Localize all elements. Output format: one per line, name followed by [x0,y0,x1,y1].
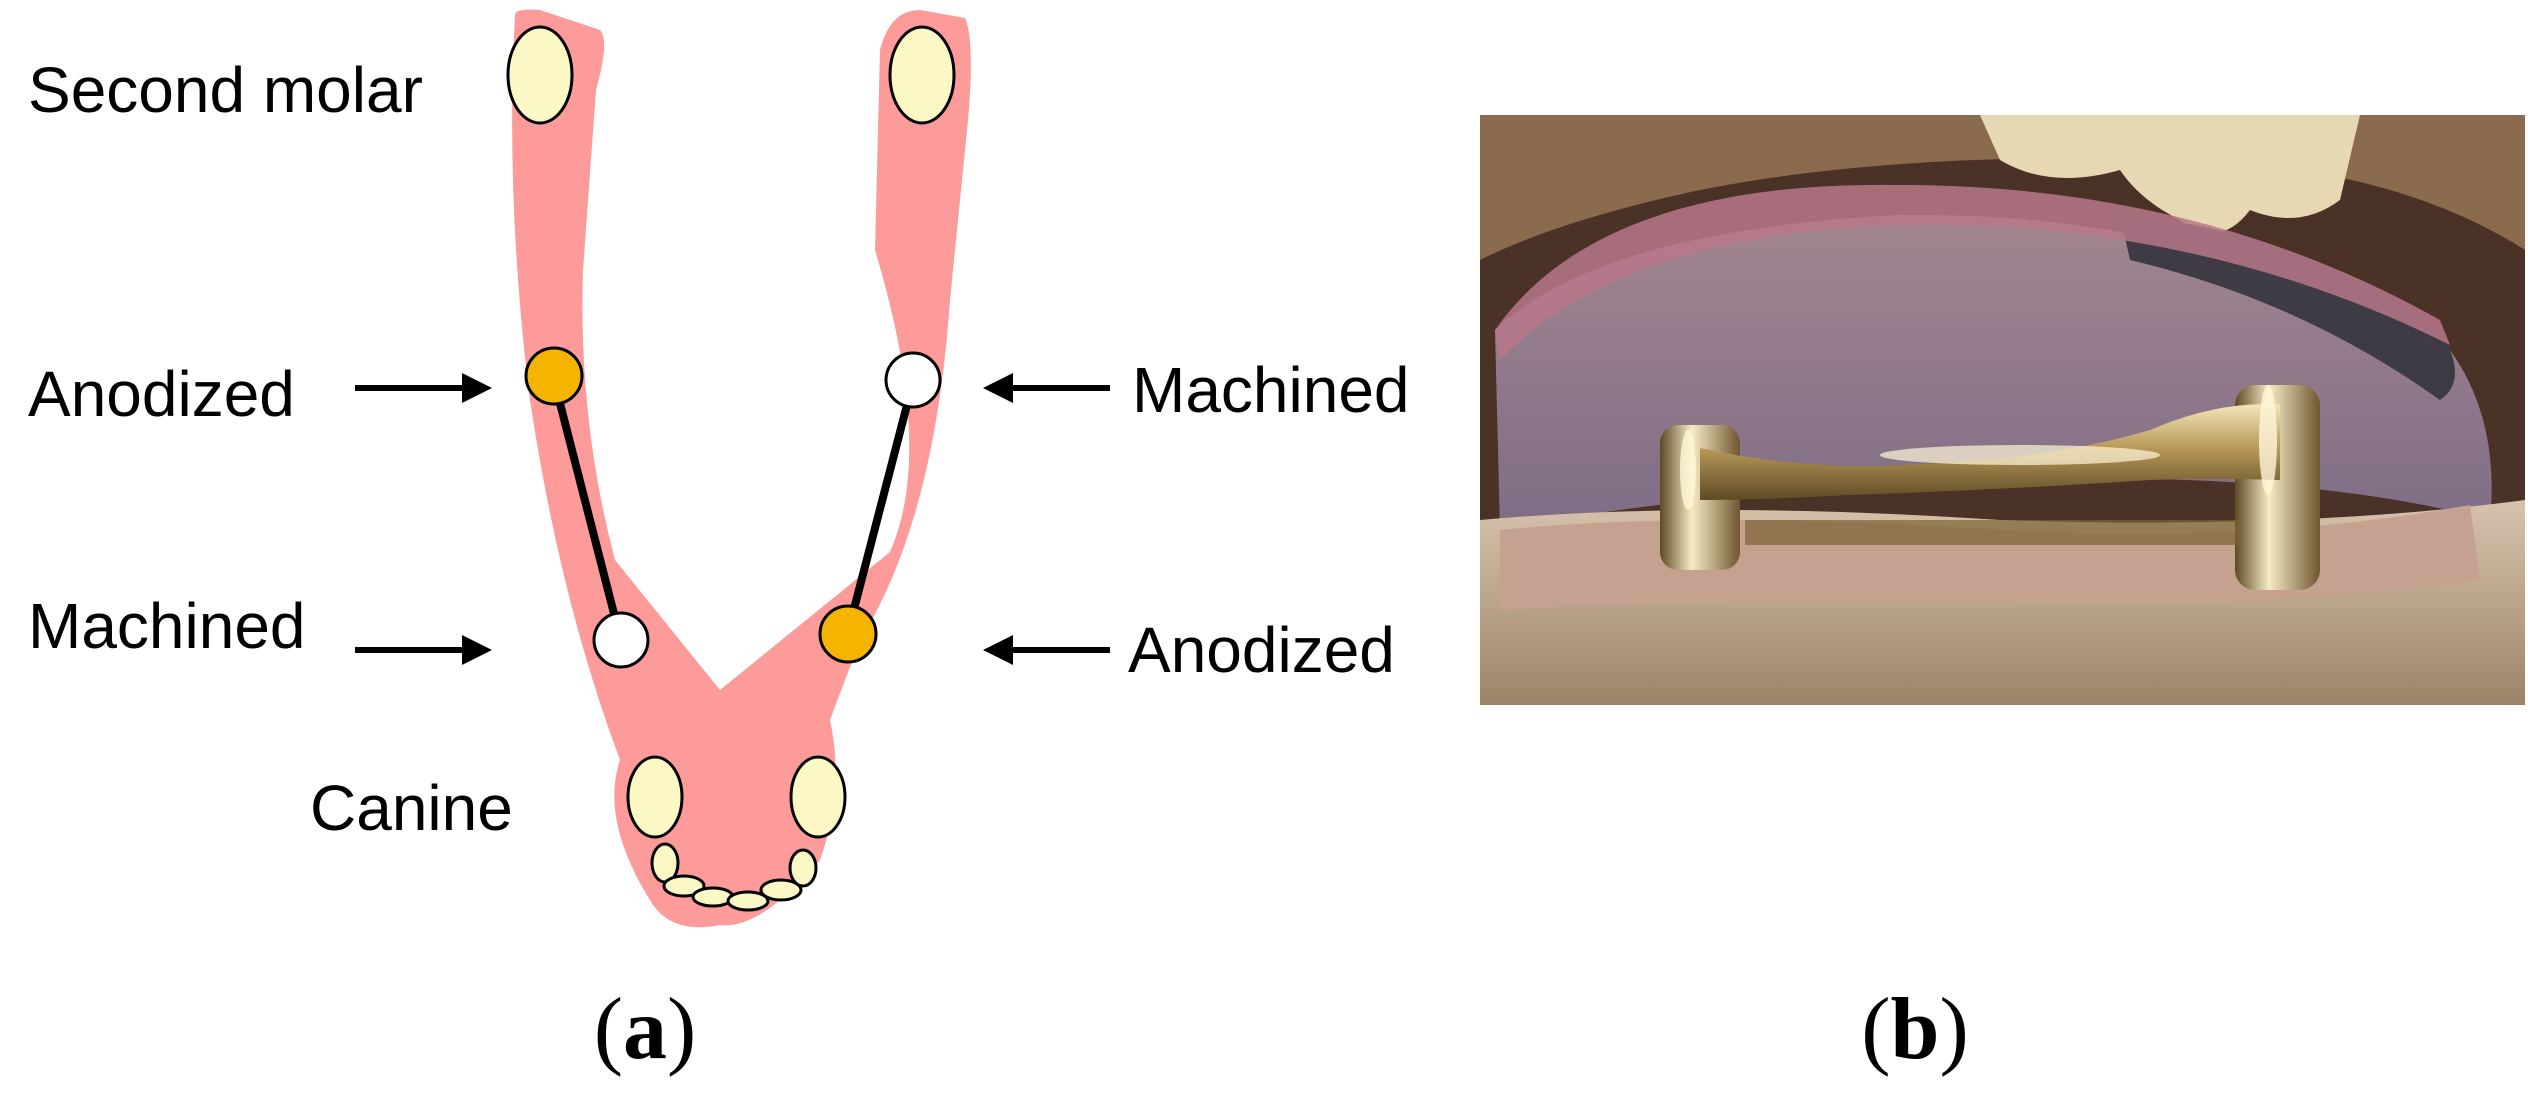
caption-b: (b) [1861,981,1969,1078]
label-machined-right: Machined [1132,354,1410,426]
caption-a: (a) [594,981,697,1078]
label-anodized-left: Anodized [28,358,295,430]
bar-highlight [1880,445,2160,465]
pigmented-gum [2120,215,2455,400]
arrow-machined-left [355,635,492,665]
label-machined-left: Machined [28,590,306,662]
implant-machined-right-upper [884,351,942,409]
label-canine: Canine [310,772,513,844]
bar-rail [1745,520,2240,545]
post-highlight-right [2259,385,2277,495]
arrow-machined-right [983,373,1110,403]
incisor [759,878,803,902]
incisor [662,874,706,898]
mandible-gum [512,9,971,928]
incisor [788,848,818,888]
implant-machined-left-lower [592,611,650,669]
second-molar-right [888,25,956,125]
gold-bar [1660,385,2320,590]
incisor [726,890,770,912]
incisors [650,842,818,912]
canine-left [626,755,684,839]
implant-anodized-right-lower [818,604,878,664]
label-anodized-right: Anodized [1128,614,1395,686]
post-highlight-left [1680,430,1696,510]
second-molar-left [506,25,574,125]
upper-teeth [1980,115,2360,233]
panel-b-photo: (b) [1480,115,2525,1078]
lip-rim [1495,184,2450,360]
bar-left [550,376,624,641]
canine-right [789,755,847,839]
arrow-anodized-left [355,373,492,403]
bar-right [844,378,917,636]
arrow-anodized-right [983,635,1110,665]
panel-a-diagram: Second molar Anodized Machined Machined … [28,9,1410,1078]
implant-anodized-left [524,346,584,406]
label-second-molar: Second molar [28,54,423,126]
bar-connector [1700,404,2280,500]
